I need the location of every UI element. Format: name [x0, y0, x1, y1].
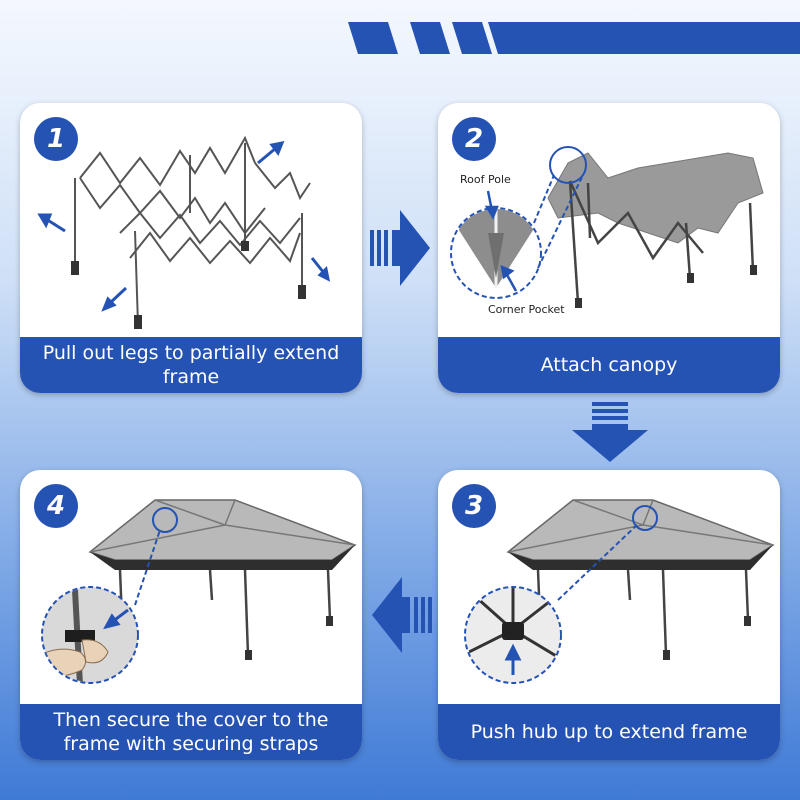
- step-1-caption: Pull out legs to partially extend frame: [20, 337, 362, 393]
- step-3-caption: Push hub up to extend frame: [438, 704, 780, 760]
- folding-frame-illustration: [37, 135, 331, 329]
- canopy-attach-illustration: [450, 146, 764, 308]
- step-2-badge: 2: [452, 117, 496, 161]
- step-4-card: 4 Then secure: [20, 470, 362, 760]
- arrow-left-icon: [372, 577, 432, 653]
- step-4-caption: Then secure the cover to the frame with …: [20, 704, 362, 760]
- corner-pocket-label: Corner Pocket: [488, 303, 565, 316]
- roof-pole-label: Roof Pole: [460, 173, 511, 186]
- step-4-badge: 4: [34, 484, 78, 528]
- step-3-card: 3: [438, 470, 780, 760]
- step-2-caption: Attach canopy: [438, 337, 780, 393]
- step-3-badge: 3: [452, 484, 496, 528]
- arrow-down-icon: [572, 402, 648, 462]
- step-1-badge: 1: [34, 117, 78, 161]
- hub-push-illustration: [464, 499, 775, 684]
- step-1-card: 1 Pull out: [20, 103, 362, 393]
- step-2-card: 2 Roof Pole: [438, 103, 780, 393]
- header-stripes: [348, 22, 800, 54]
- arrow-right-icon: [370, 210, 430, 286]
- secure-straps-illustration: [41, 499, 357, 684]
